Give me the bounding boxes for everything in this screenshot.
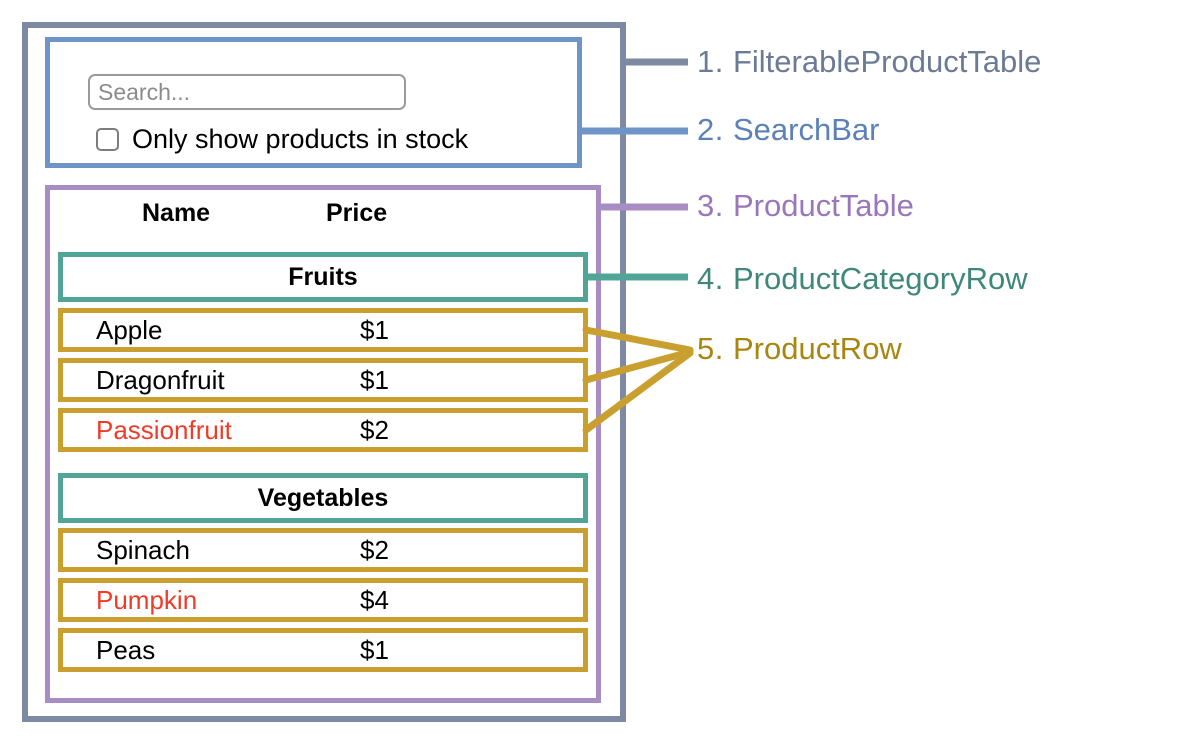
search-bar-container	[45, 37, 582, 168]
product-price: $1	[360, 635, 389, 665]
product-table-container	[45, 185, 601, 703]
product-price: $2	[360, 415, 389, 445]
product-category-row: Fruits	[58, 252, 588, 302]
product-row[interactable]: Apple $1	[58, 308, 588, 352]
product-row[interactable]: Spinach $2	[58, 528, 588, 572]
in-stock-checkbox[interactable]	[96, 128, 119, 151]
column-header-name: Name	[142, 199, 211, 227]
search-input[interactable]	[88, 74, 406, 110]
product-row[interactable]: Peas $1	[58, 628, 588, 672]
legend-label: FilterableProductTable	[732, 44, 1042, 79]
legend-item-product-row: 5. ProductRow	[697, 333, 902, 364]
product-name: Dragonfruit	[96, 365, 225, 395]
legend-item-product-category-row: 4. ProductCategoryRow	[697, 263, 1028, 294]
legend-label: SearchBar	[732, 112, 880, 147]
legend-number: 4.	[697, 261, 733, 296]
product-price: $1	[360, 315, 389, 345]
product-table-header: Name Price	[58, 198, 588, 236]
product-row[interactable]: Dragonfruit $1	[58, 358, 588, 402]
product-row[interactable]: Pumpkin $4	[58, 578, 588, 622]
product-category-row: Vegetables	[58, 473, 588, 523]
product-name: Apple	[96, 315, 163, 345]
legend-item-product-table: 3. ProductTable	[697, 190, 914, 221]
legend-label: ProductRow	[732, 331, 902, 366]
legend-number: 1.	[697, 44, 733, 79]
in-stock-checkbox-label: Only show products in stock	[132, 124, 469, 154]
product-price: $2	[360, 535, 389, 565]
product-category-label: Fruits	[288, 262, 358, 291]
legend-label: ProductCategoryRow	[732, 261, 1028, 296]
product-category-label: Vegetables	[257, 483, 389, 512]
product-name: Spinach	[96, 535, 190, 565]
legend-number: 2.	[697, 112, 733, 147]
column-header-price: Price	[326, 199, 388, 227]
legend-item-search-bar: 2. SearchBar	[697, 114, 879, 145]
product-name: Pumpkin	[96, 585, 198, 615]
legend-label: ProductTable	[732, 188, 914, 223]
legend-number: 5.	[697, 331, 733, 366]
in-stock-filter-row[interactable]: Only show products in stock	[96, 126, 468, 153]
legend-number: 3.	[697, 188, 733, 223]
product-row[interactable]: Passionfruit $2	[58, 408, 588, 452]
product-price: $1	[360, 365, 389, 395]
legend-item-filterable-product-table: 1. FilterableProductTable	[697, 46, 1041, 77]
product-price: $4	[360, 585, 389, 615]
product-name: Passionfruit	[96, 415, 232, 445]
product-name: Peas	[96, 635, 156, 665]
